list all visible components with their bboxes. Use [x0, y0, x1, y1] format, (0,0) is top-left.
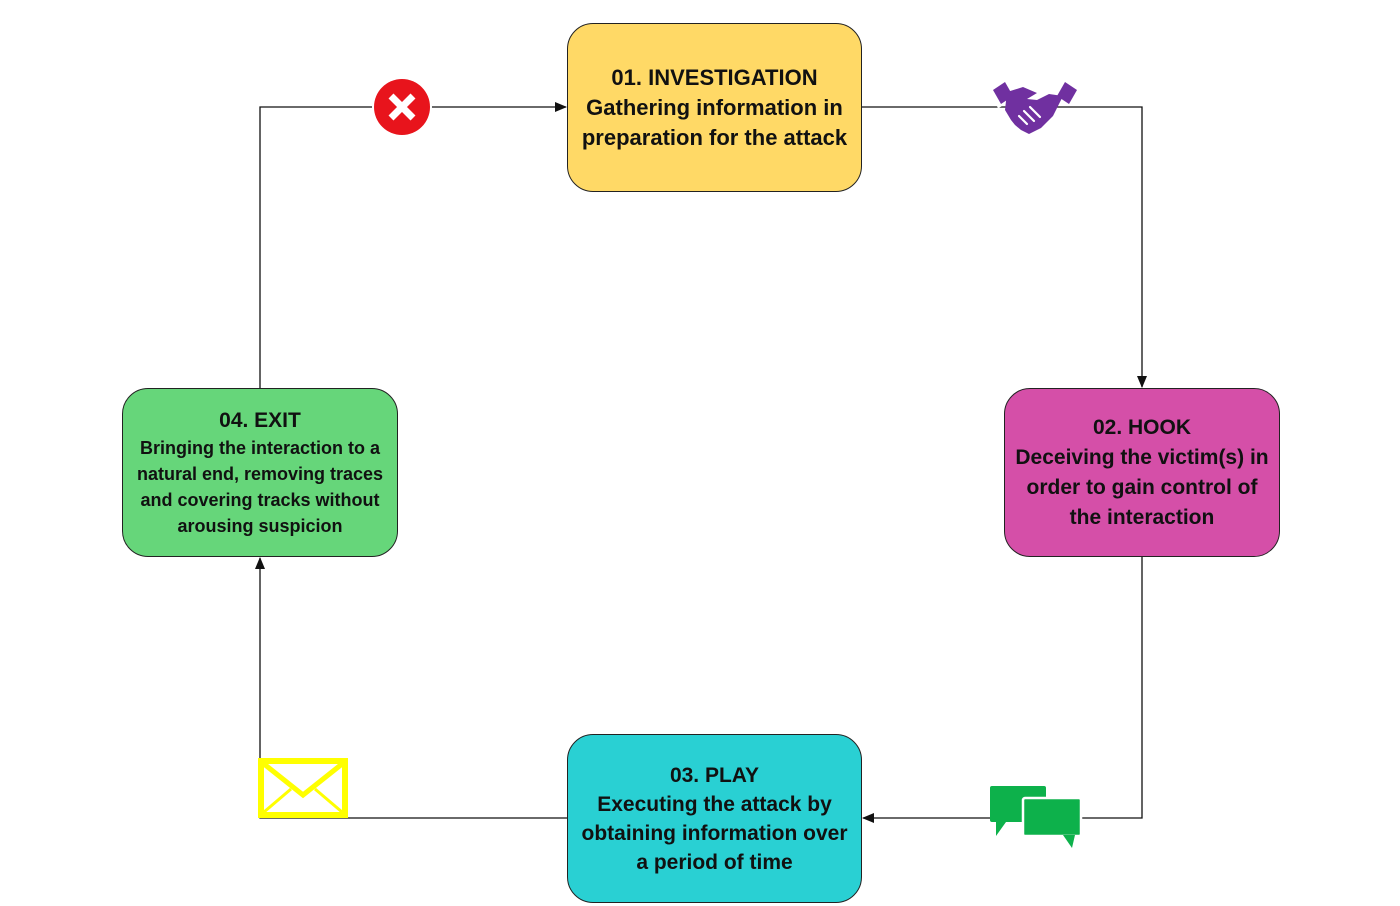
connector-exit-to-investigation	[259, 102, 567, 388]
step-investigation-description: Gathering information in preparation for…	[581, 94, 848, 150]
step-play: 03. PLAY Executing the attack by obtaini…	[567, 734, 862, 903]
chat-bubbles-icon	[990, 786, 1083, 848]
step-hook: 02. HOOK Deceiving the victim(s) in orde…	[1004, 388, 1280, 557]
step-exit: 04. EXIT Bringing the interaction to a n…	[122, 388, 398, 557]
envelope-icon	[258, 758, 348, 818]
handshake-icon	[990, 82, 1077, 134]
step-exit-title: 04. EXIT	[219, 408, 301, 432]
step-play-title: 03. PLAY	[669, 763, 760, 787]
step-hook-description: Deceiving the victim(s) in order to gain…	[1015, 445, 1269, 529]
step-investigation-title: 01. INVESTIGATION	[611, 64, 818, 90]
connector-hook-to-play	[862, 557, 1143, 823]
cancel-icon	[372, 77, 432, 137]
step-investigation: 01. INVESTIGATION Gathering information …	[567, 23, 862, 192]
step-exit-description: Bringing the interaction to a natural en…	[136, 437, 384, 536]
connector-investigation-to-hook	[862, 106, 1147, 388]
step-hook-title: 02. HOOK	[1092, 415, 1192, 439]
step-play-description: Executing the attack by obtaining inform…	[581, 792, 848, 874]
